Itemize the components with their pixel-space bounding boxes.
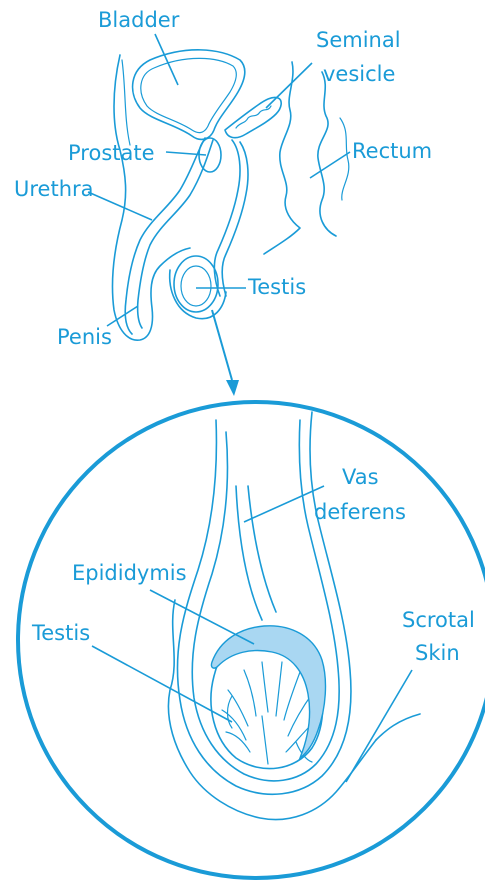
zoom-arrow — [212, 310, 239, 396]
leader-rectum — [310, 152, 350, 178]
leader-urethra — [88, 192, 152, 220]
body-outline — [112, 55, 190, 340]
lobule — [228, 696, 233, 728]
epididymis-shape — [211, 626, 325, 758]
rectum-wall-inner — [318, 72, 336, 236]
overview-illustration — [112, 50, 348, 340]
label-seminal-vesicle-2: vesicle — [323, 62, 395, 86]
scrotal-skin-right — [376, 714, 420, 740]
leader-prostate — [166, 152, 206, 155]
leader-scrotal-skin — [346, 670, 412, 782]
lobule — [226, 732, 250, 752]
label-scrotal-skin-1: Scrotal — [402, 608, 475, 632]
bladder-wall — [141, 58, 236, 132]
testis-top-inner — [181, 266, 211, 306]
vas-deferens-top-1 — [214, 140, 240, 296]
detail-labels: Vas deferens Epididymis Testis Scrotal S… — [31, 465, 475, 782]
label-vas-deferens-2: deferens — [314, 500, 406, 524]
label-prostate: Prostate — [68, 141, 155, 165]
label-rectum: Rectum — [352, 139, 432, 163]
leader-bladder — [155, 34, 178, 85]
lobule — [262, 716, 268, 764]
lobule — [262, 662, 268, 712]
rectum-wall-outer — [264, 62, 300, 254]
zoom-arrow-head — [226, 380, 239, 396]
vas-deferens-top-2 — [222, 142, 248, 296]
lobule — [244, 670, 256, 716]
zoom-arrow-line — [212, 310, 232, 380]
lobule — [284, 672, 300, 720]
seminal-vesicle-shape — [225, 97, 281, 137]
label-scrotal-skin-2: Skin — [415, 641, 460, 665]
body-outline-inner — [122, 60, 130, 145]
label-vas-deferens-1: Vas — [342, 465, 379, 489]
leader-penis — [107, 306, 138, 326]
label-urethra: Urethra — [14, 177, 94, 201]
leader-epididymis — [150, 590, 254, 644]
label-testis-top: Testis — [247, 275, 306, 299]
leader-testis-detail — [92, 646, 232, 722]
label-epididymis: Epididymis — [72, 561, 187, 585]
label-bladder: Bladder — [98, 8, 180, 32]
detail-illustration — [168, 412, 420, 820]
rectum-fold — [340, 118, 349, 200]
leader-vas-deferens — [244, 486, 324, 522]
label-seminal-vesicle-1: Seminal — [316, 28, 401, 52]
label-penis: Penis — [57, 325, 112, 349]
lobule — [276, 662, 282, 716]
overview-labels: Bladder Seminal vesicle Prostate Rectum … — [14, 8, 432, 349]
label-testis-detail: Testis — [31, 621, 90, 645]
testis-lobules — [222, 662, 312, 764]
